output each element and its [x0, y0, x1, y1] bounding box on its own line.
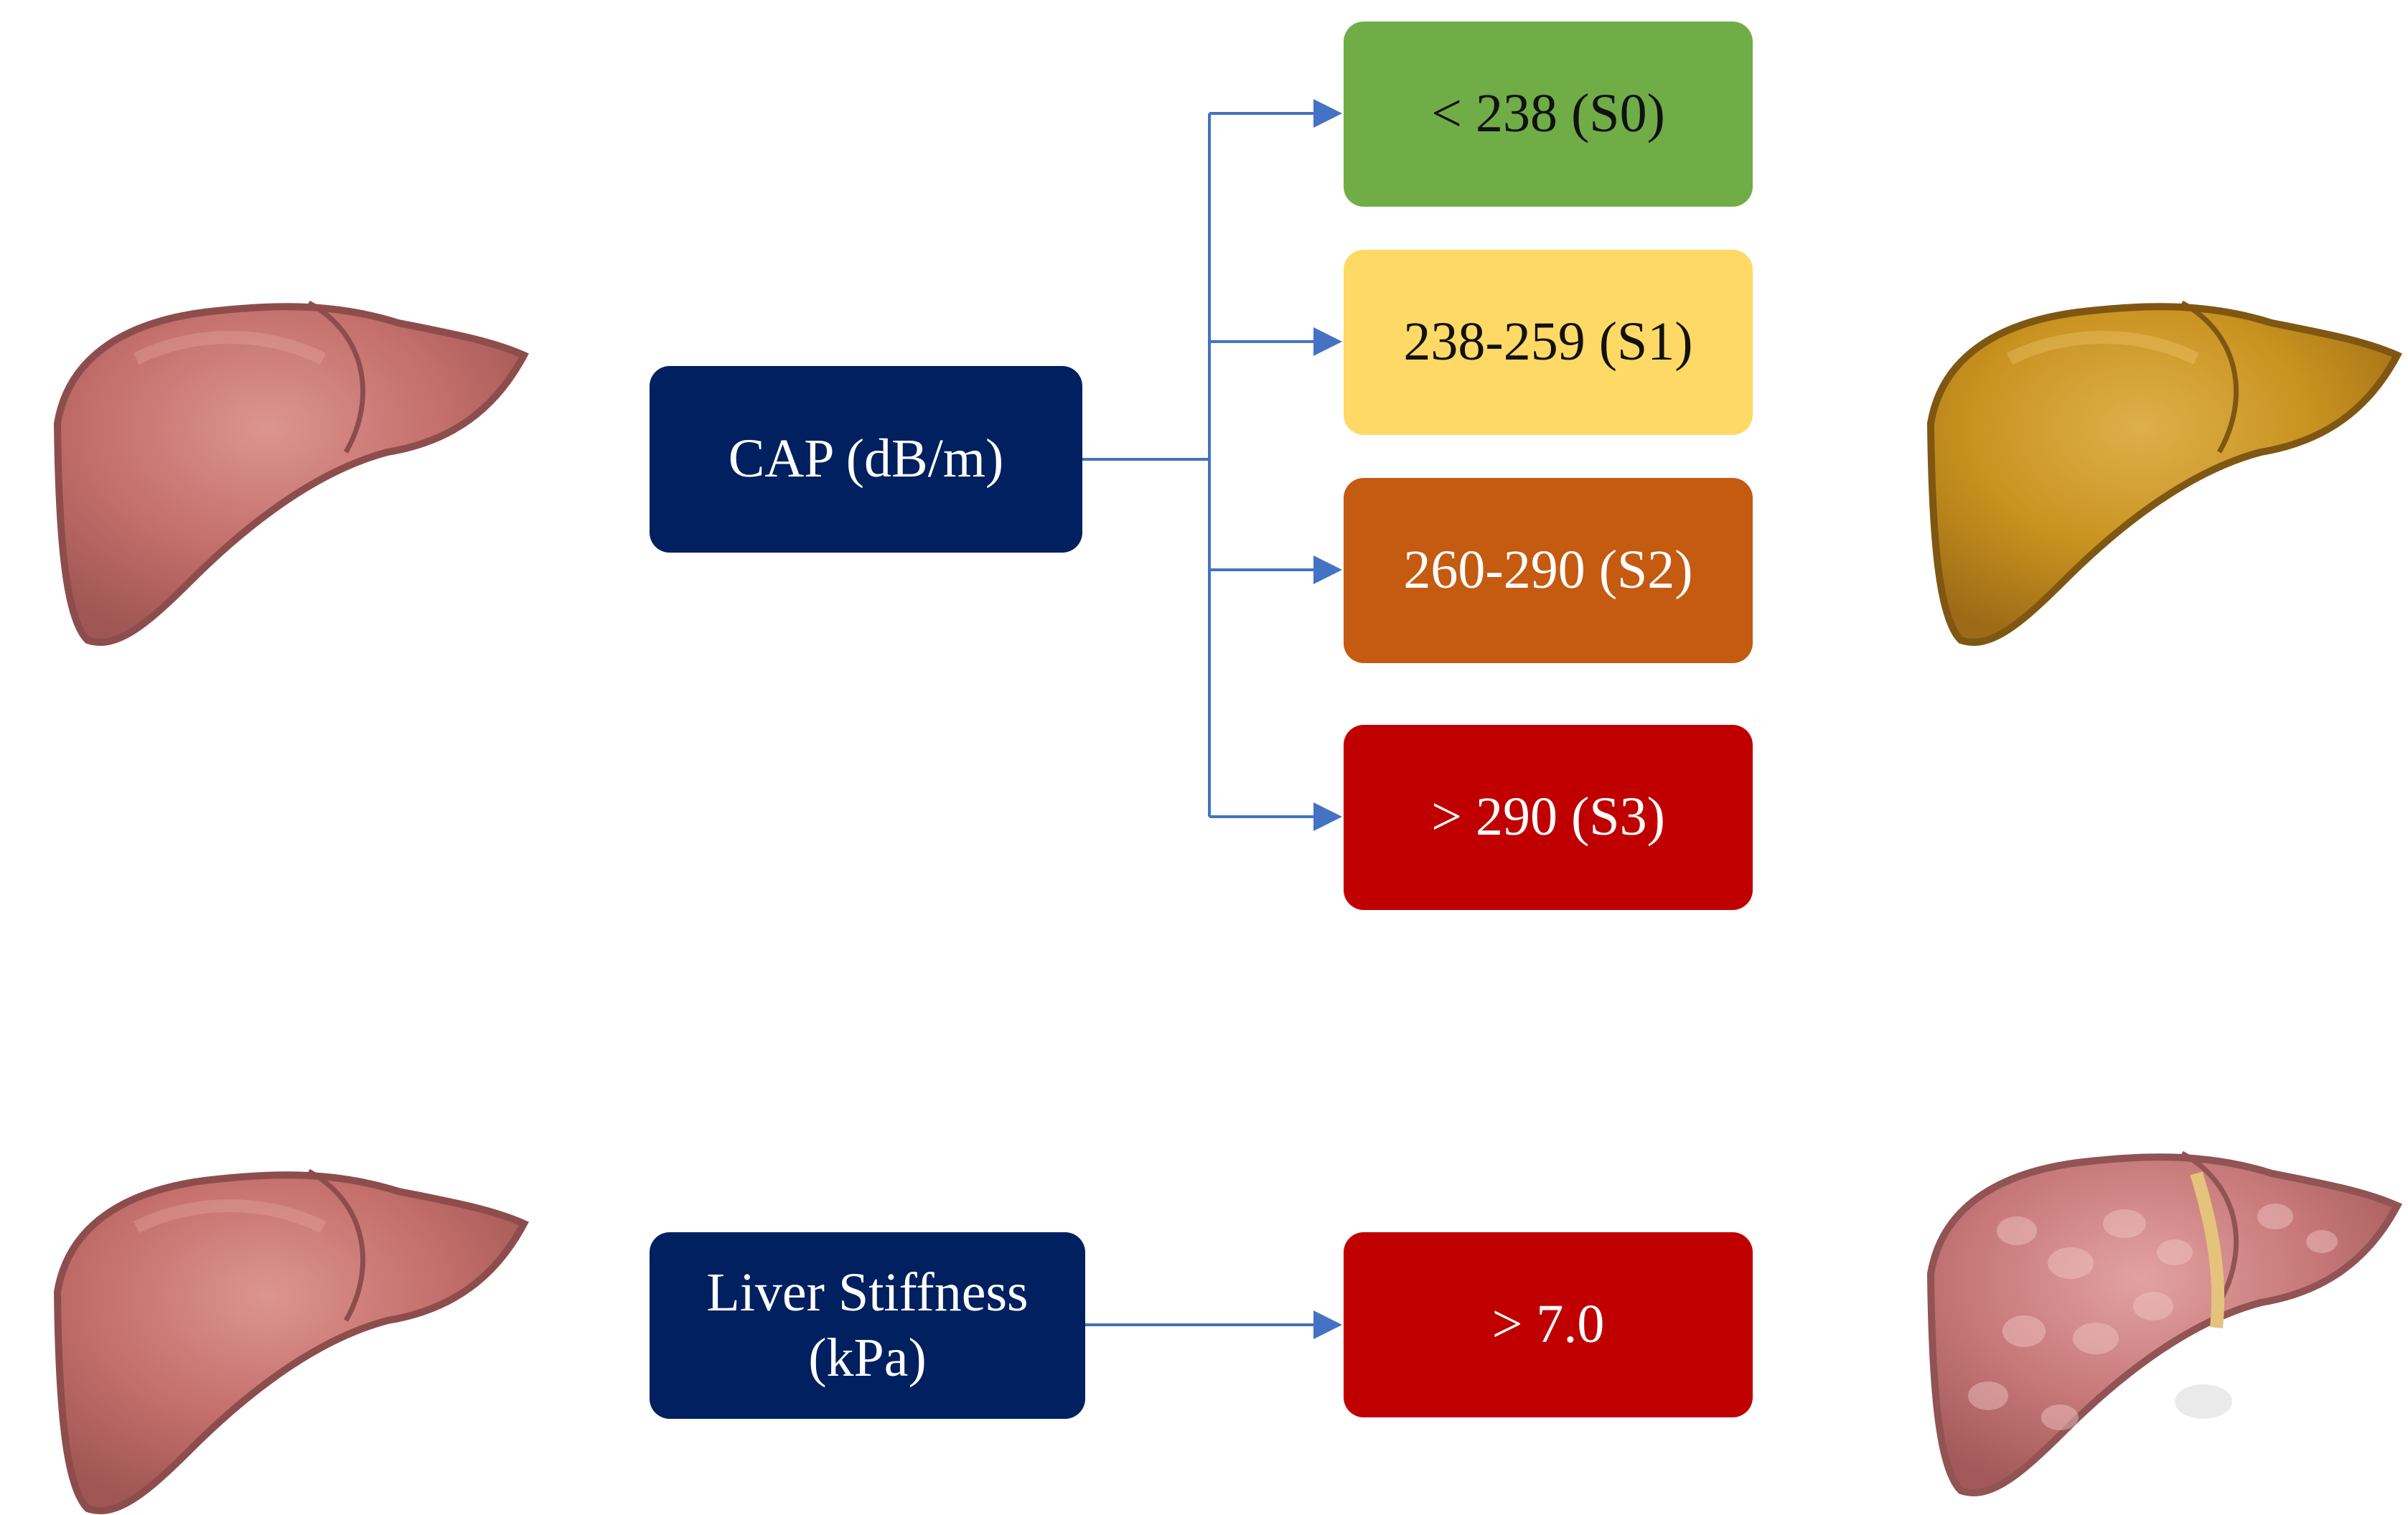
cap-source-label: CAP (dB/m)	[728, 428, 1004, 489]
stiffness-threshold-label: > 7.0	[1491, 1294, 1605, 1355]
stiffness-source-box: Liver Stiffness (kPa)	[650, 1232, 1085, 1419]
grade-box-s0: < 238 (S0)	[1344, 22, 1753, 207]
fibrotic-liver-icon	[1926, 1150, 2402, 1496]
grade-label-s1: 238-259 (S1)	[1403, 311, 1693, 372]
grade-box-s2: 260-290 (S2)	[1344, 478, 1753, 663]
stiffness-label-group: Liver Stiffness (kPa)	[706, 1260, 1028, 1391]
stiffness-label-line2: (kPa)	[808, 1328, 927, 1388]
cap-source-box: CAP (dB/m)	[650, 366, 1082, 553]
healthy-liver-icon	[53, 300, 529, 646]
stiffness-threshold-box: > 7.0	[1344, 1232, 1753, 1417]
healthy-liver-icon	[53, 1168, 529, 1514]
grade-label-s2: 260-290 (S2)	[1403, 540, 1693, 601]
grade-label-s3: > 290 (S3)	[1431, 787, 1665, 848]
grade-box-s3: > 290 (S3)	[1344, 725, 1753, 910]
grade-label-s0: < 238 (S0)	[1431, 83, 1665, 144]
stiffness-label-line1: Liver Stiffness	[706, 1262, 1029, 1323]
fatty-liver-icon	[1926, 300, 2402, 646]
grade-box-s1: 238-259 (S1)	[1344, 250, 1753, 435]
